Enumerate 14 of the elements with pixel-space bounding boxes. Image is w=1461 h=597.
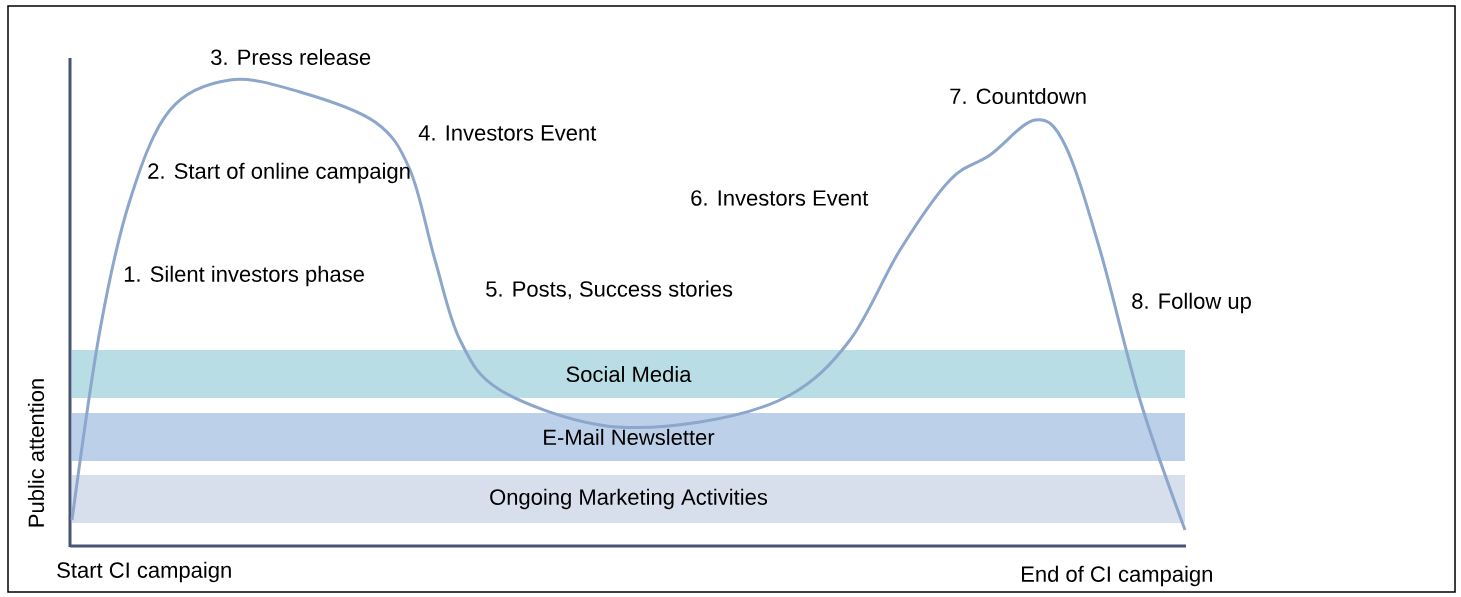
phase-label: 7. Countdown bbox=[950, 87, 1086, 105]
phase-label: 5. Posts, Success stories bbox=[486, 280, 733, 300]
phase-label: 2. Start of online campaign bbox=[148, 162, 410, 184]
phase-label: 6. Investors Event bbox=[691, 190, 869, 206]
band: E-Mail Newsletter bbox=[72, 413, 1185, 461]
axis-label: Start CI campaign bbox=[57, 561, 231, 583]
axis-label: End of CI campaign bbox=[1022, 565, 1212, 587]
axis-label: Public attention bbox=[27, 379, 45, 527]
phase-label: 3. Press release bbox=[211, 48, 371, 66]
band: Ongoing Marketing Activities bbox=[72, 475, 1185, 523]
phase-label: 1. Silent investors phase bbox=[124, 265, 364, 287]
band: Social Media bbox=[72, 350, 1185, 398]
phase-label: 8. Follow up bbox=[1132, 292, 1251, 314]
phase-label: 4. Investors Event bbox=[418, 125, 597, 141]
